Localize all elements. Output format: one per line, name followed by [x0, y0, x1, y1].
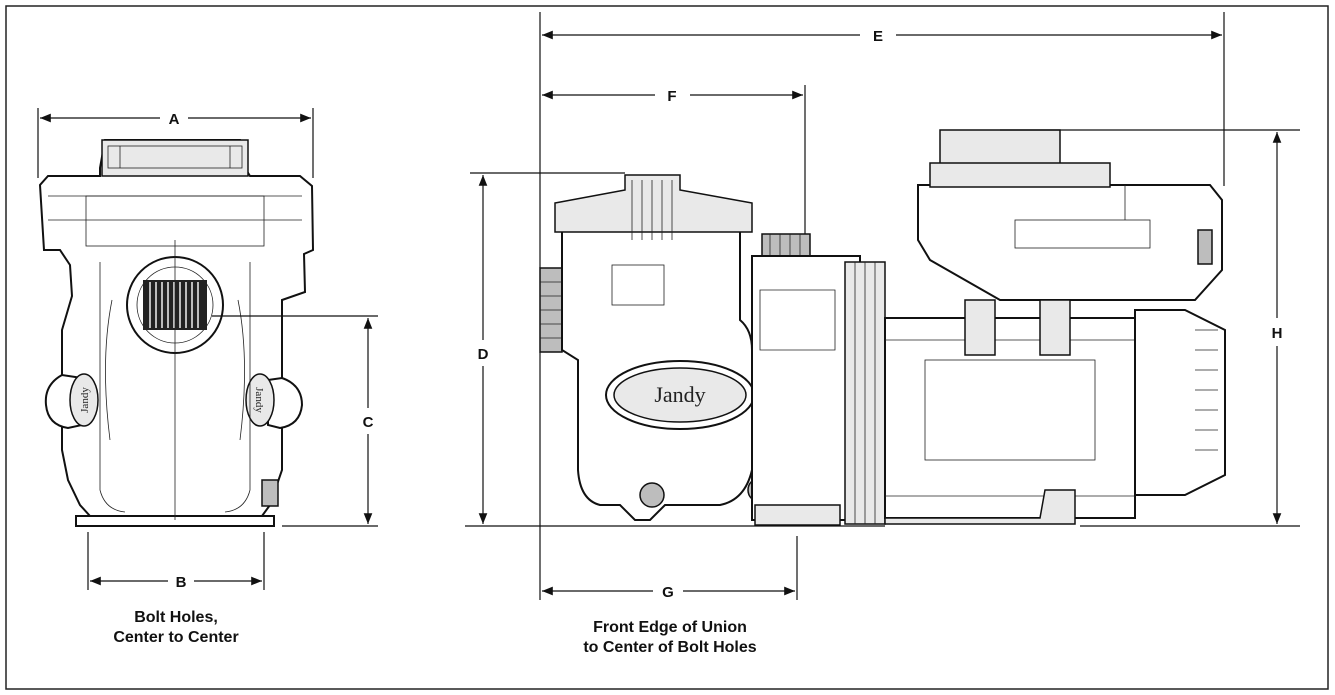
dimension-label-d: D — [478, 346, 489, 363]
drive-controller — [917, 184, 1223, 301]
dimension-label-a: A — [169, 111, 180, 128]
side-logo-right: Jandy — [253, 387, 265, 413]
motor-body — [884, 317, 1136, 519]
dimension-label-h: H — [1272, 325, 1283, 342]
right-dimensions: E F D G H Front Edge of Union to Center … — [465, 12, 1300, 656]
dimension-label-b: B — [176, 574, 187, 591]
front-logo: Jandy — [654, 382, 705, 407]
dimension-label-f: F — [667, 88, 676, 105]
strainer-lid — [554, 174, 753, 233]
dimension-label-g: G — [662, 584, 674, 601]
side-logo-left: Jandy — [79, 387, 91, 413]
controller-keypad — [939, 129, 1061, 165]
motor-end-cap — [1134, 309, 1226, 496]
caption-right-line2: to Center of Bolt Holes — [583, 639, 756, 656]
caption-right-line1: Front Edge of Union — [593, 619, 747, 636]
dimension-label-c: C — [363, 414, 374, 431]
pump-front-view: Jandy Jandy — [38, 139, 315, 527]
caption-left-line2: Center to Center — [113, 629, 238, 646]
dimension-label-e: E — [873, 28, 883, 45]
pump-side-view: Jandy — [539, 129, 1226, 526]
outlet-union — [761, 233, 811, 257]
caption-left-line1: Bolt Holes, — [134, 609, 218, 626]
left-dimensions: A B C Bolt Holes, Center to Center — [37, 108, 378, 646]
diagram-border — [5, 5, 1329, 690]
